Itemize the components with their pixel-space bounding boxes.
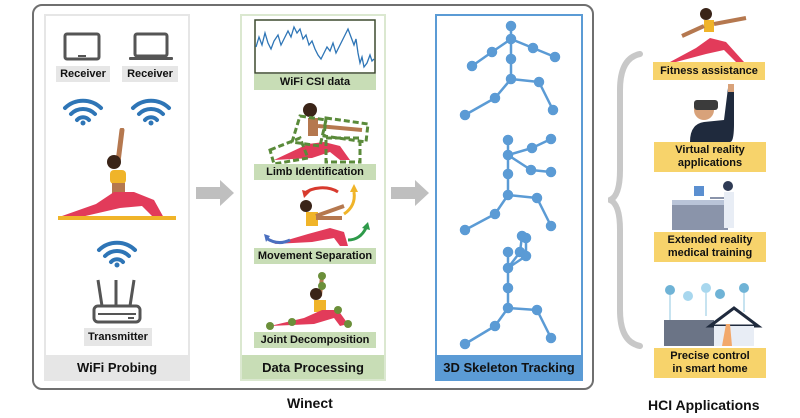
- step-joint-decomposition: Joint Decomposition: [254, 332, 376, 348]
- wifi-signal-icon: [97, 240, 137, 268]
- flow-arrow-icon: [391, 180, 429, 206]
- step-movement-separation: Movement Separation: [254, 248, 376, 264]
- winect-frame: [32, 4, 594, 390]
- laptop-icon: [129, 32, 173, 60]
- app-fitness-assistance: Fitness assistance: [653, 62, 765, 80]
- wifi-probing-panel: Receiver Receiver: [44, 14, 190, 381]
- curly-brace-icon: [608, 51, 643, 349]
- flow-arrow-icon: [196, 180, 234, 206]
- receiver-2-label: Receiver: [122, 66, 178, 82]
- receiver-1-label: Receiver: [56, 66, 110, 82]
- csi-waveform-chart: [254, 19, 376, 74]
- step-limb-identification: Limb Identification: [254, 164, 376, 180]
- wifi-signal-icon: [131, 98, 171, 126]
- movement-separation-illustration: [264, 184, 370, 246]
- medical-training-illustration: [672, 181, 734, 230]
- data-processing-title: Data Processing: [242, 355, 384, 379]
- limb-identification-illustration: [268, 103, 370, 164]
- smart-home-illustration: [664, 283, 763, 346]
- step-wifi-csi-data: WiFi CSI data: [254, 74, 376, 90]
- winect-caption: Winect: [287, 395, 333, 411]
- data-processing-panel: WiFi CSI data Limb Identification Moveme…: [240, 14, 386, 381]
- tablet-icon: [63, 32, 101, 61]
- wifi-probing-title: WiFi Probing: [46, 355, 188, 379]
- fitness-person-illustration: [670, 8, 747, 62]
- wifi-signal-icon: [63, 98, 103, 126]
- hci-applications-caption: HCI Applications: [648, 397, 760, 413]
- skeleton-tracking-panel: 3D Skeleton Tracking: [435, 14, 583, 381]
- router-icon: [92, 279, 142, 324]
- skeleton-tracking-title: 3D Skeleton Tracking: [437, 355, 581, 379]
- skeleton-figures: [459, 20, 561, 350]
- vr-headset-person-illustration: [690, 84, 734, 142]
- transmitter-label: Transmitter: [84, 328, 152, 346]
- joint-decomposition-illustration: [266, 272, 352, 330]
- yoga-person-illustration: [58, 128, 176, 220]
